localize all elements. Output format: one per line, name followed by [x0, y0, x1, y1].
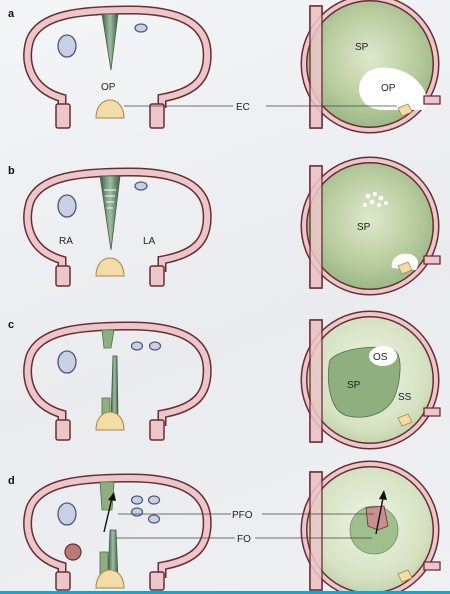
label-op-right: OP — [381, 83, 396, 94]
endocardial-cushion — [95, 99, 125, 119]
vena-cava-opening — [57, 34, 77, 58]
bottom-accent-bar — [0, 591, 450, 594]
panel-c-septum-view: OS SP SS — [300, 310, 441, 450]
label-op: OP — [101, 82, 116, 93]
vena-cava-opening — [57, 350, 77, 374]
panel-letter-d: d — [8, 475, 15, 487]
panel-b: b RA LA — [8, 156, 441, 296]
mesenchymal-cap — [397, 569, 413, 583]
panel-letter-b: b — [8, 165, 15, 177]
septum-primum — [99, 175, 121, 251]
label-fo: FO — [237, 534, 251, 545]
label-sp: SP — [357, 222, 371, 233]
panel-b-atrium-section: RA LA — [23, 167, 212, 287]
endocardial-cushion — [95, 411, 125, 431]
panel-a-atrium-section: OP — [23, 5, 212, 129]
pulmonary-vein-opening — [134, 23, 148, 33]
panel-c: c OS SP SS — [8, 310, 441, 450]
label-sp: SP — [347, 380, 361, 391]
mesenchymal-cap — [397, 261, 413, 275]
panel-d-atrium-section — [23, 473, 212, 591]
pulmonary-vein-opening-1 — [130, 495, 144, 505]
vessel-stub — [423, 95, 441, 105]
vena-cava-opening — [57, 194, 77, 218]
septum-secundum-top — [101, 329, 115, 349]
wall-stump-right — [149, 419, 165, 441]
panel-letter-c: c — [8, 319, 14, 331]
pulmonary-vein-opening-2 — [147, 495, 161, 505]
panel-a: a OP SP OP EC — [8, 0, 441, 134]
panel-c-atrium-section — [23, 321, 212, 441]
panel-letter-a: a — [8, 8, 15, 20]
mesenchymal-cap — [397, 413, 413, 427]
label-sp: SP — [355, 42, 369, 53]
wall-stump-right — [149, 265, 165, 287]
panel-a-septum-view: SP OP — [300, 0, 441, 134]
coronary-sinus-opening — [64, 543, 82, 561]
pulmonary-vein-opening-1 — [130, 341, 144, 351]
label-ss: SS — [398, 392, 412, 403]
vessel-stub — [423, 561, 441, 571]
shunt-arrow-head — [108, 492, 116, 501]
ostium-primum — [359, 67, 427, 111]
label-pfo: PFO — [232, 510, 253, 521]
septum-primum — [110, 355, 119, 419]
label-os: OS — [373, 352, 388, 363]
endocardial-cushion — [95, 257, 125, 277]
wall-stump-left — [55, 419, 71, 441]
fenestrations — [363, 191, 388, 208]
wall-stump-right — [149, 571, 165, 591]
shunt-arrow — [103, 497, 113, 533]
vena-cava-opening — [57, 502, 77, 526]
shunt-arrow-head — [379, 490, 387, 500]
septal-perforations — [104, 189, 116, 209]
mesenchymal-cap — [397, 103, 413, 117]
vessel-stub — [423, 407, 441, 417]
pulmonary-vein-opening-4 — [147, 514, 161, 524]
wall-stump-left — [55, 103, 71, 129]
label-ec: EC — [236, 102, 250, 113]
shunt-arrow — [375, 497, 384, 535]
endocardial-cushion — [95, 569, 125, 589]
panel-d-septum-view — [300, 460, 441, 594]
wall-stump-right — [149, 103, 165, 129]
pulmonary-vein-opening-3 — [130, 507, 144, 517]
pulmonary-vein-opening — [134, 181, 148, 191]
label-la: LA — [143, 236, 156, 247]
wall-stump-left — [55, 571, 71, 591]
panel-b-septum-view: SP — [300, 156, 441, 296]
wall-stump-left — [55, 265, 71, 287]
septum-primum — [101, 13, 119, 71]
pulmonary-vein-opening-2 — [148, 341, 162, 351]
panel-d: d — [8, 460, 441, 594]
ostium-secundum — [369, 346, 397, 366]
label-ra: RA — [59, 236, 73, 247]
vessel-stub — [423, 255, 441, 265]
